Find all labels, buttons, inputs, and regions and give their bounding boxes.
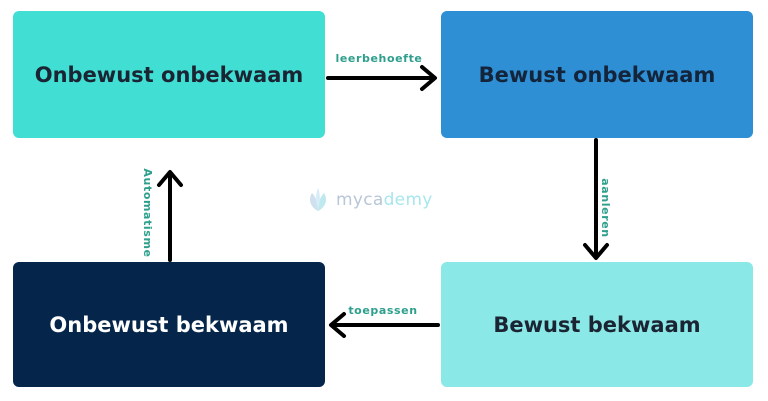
logo-part1: myca (336, 190, 384, 210)
edge-label-aanleren: aanleren (599, 178, 612, 238)
logo-part2: demy (383, 190, 433, 210)
box-onbewust-bekwaam: Onbewust bekwaam (13, 262, 325, 387)
arrow-up-left (157, 170, 183, 262)
arrow-right-top (326, 65, 437, 91)
box-label: Onbewust bekwaam (49, 312, 289, 337)
box-onbewust-onbekwaam: Onbewust onbekwaam (13, 11, 325, 138)
box-label: Bewust onbekwaam (478, 62, 716, 87)
box-bewust-bekwaam: Bewust bekwaam (441, 262, 753, 387)
arrow-left-bottom (329, 312, 440, 338)
leaf-icon (310, 188, 326, 211)
edge-label-toepassen: toepassen (348, 304, 418, 317)
box-label: Bewust bekwaam (493, 312, 701, 337)
logo-wordmark: mycademy (336, 190, 433, 210)
edge-label-leerbehoefte: leerbehoefte (335, 52, 423, 65)
box-label: Onbewust onbekwaam (34, 62, 304, 87)
arrow-down-right (583, 138, 609, 260)
edge-label-automatisme: Automatisme (141, 168, 154, 258)
box-bewust-onbekwaam: Bewust onbekwaam (441, 11, 753, 138)
mycademy-logo: mycademy (306, 186, 433, 214)
